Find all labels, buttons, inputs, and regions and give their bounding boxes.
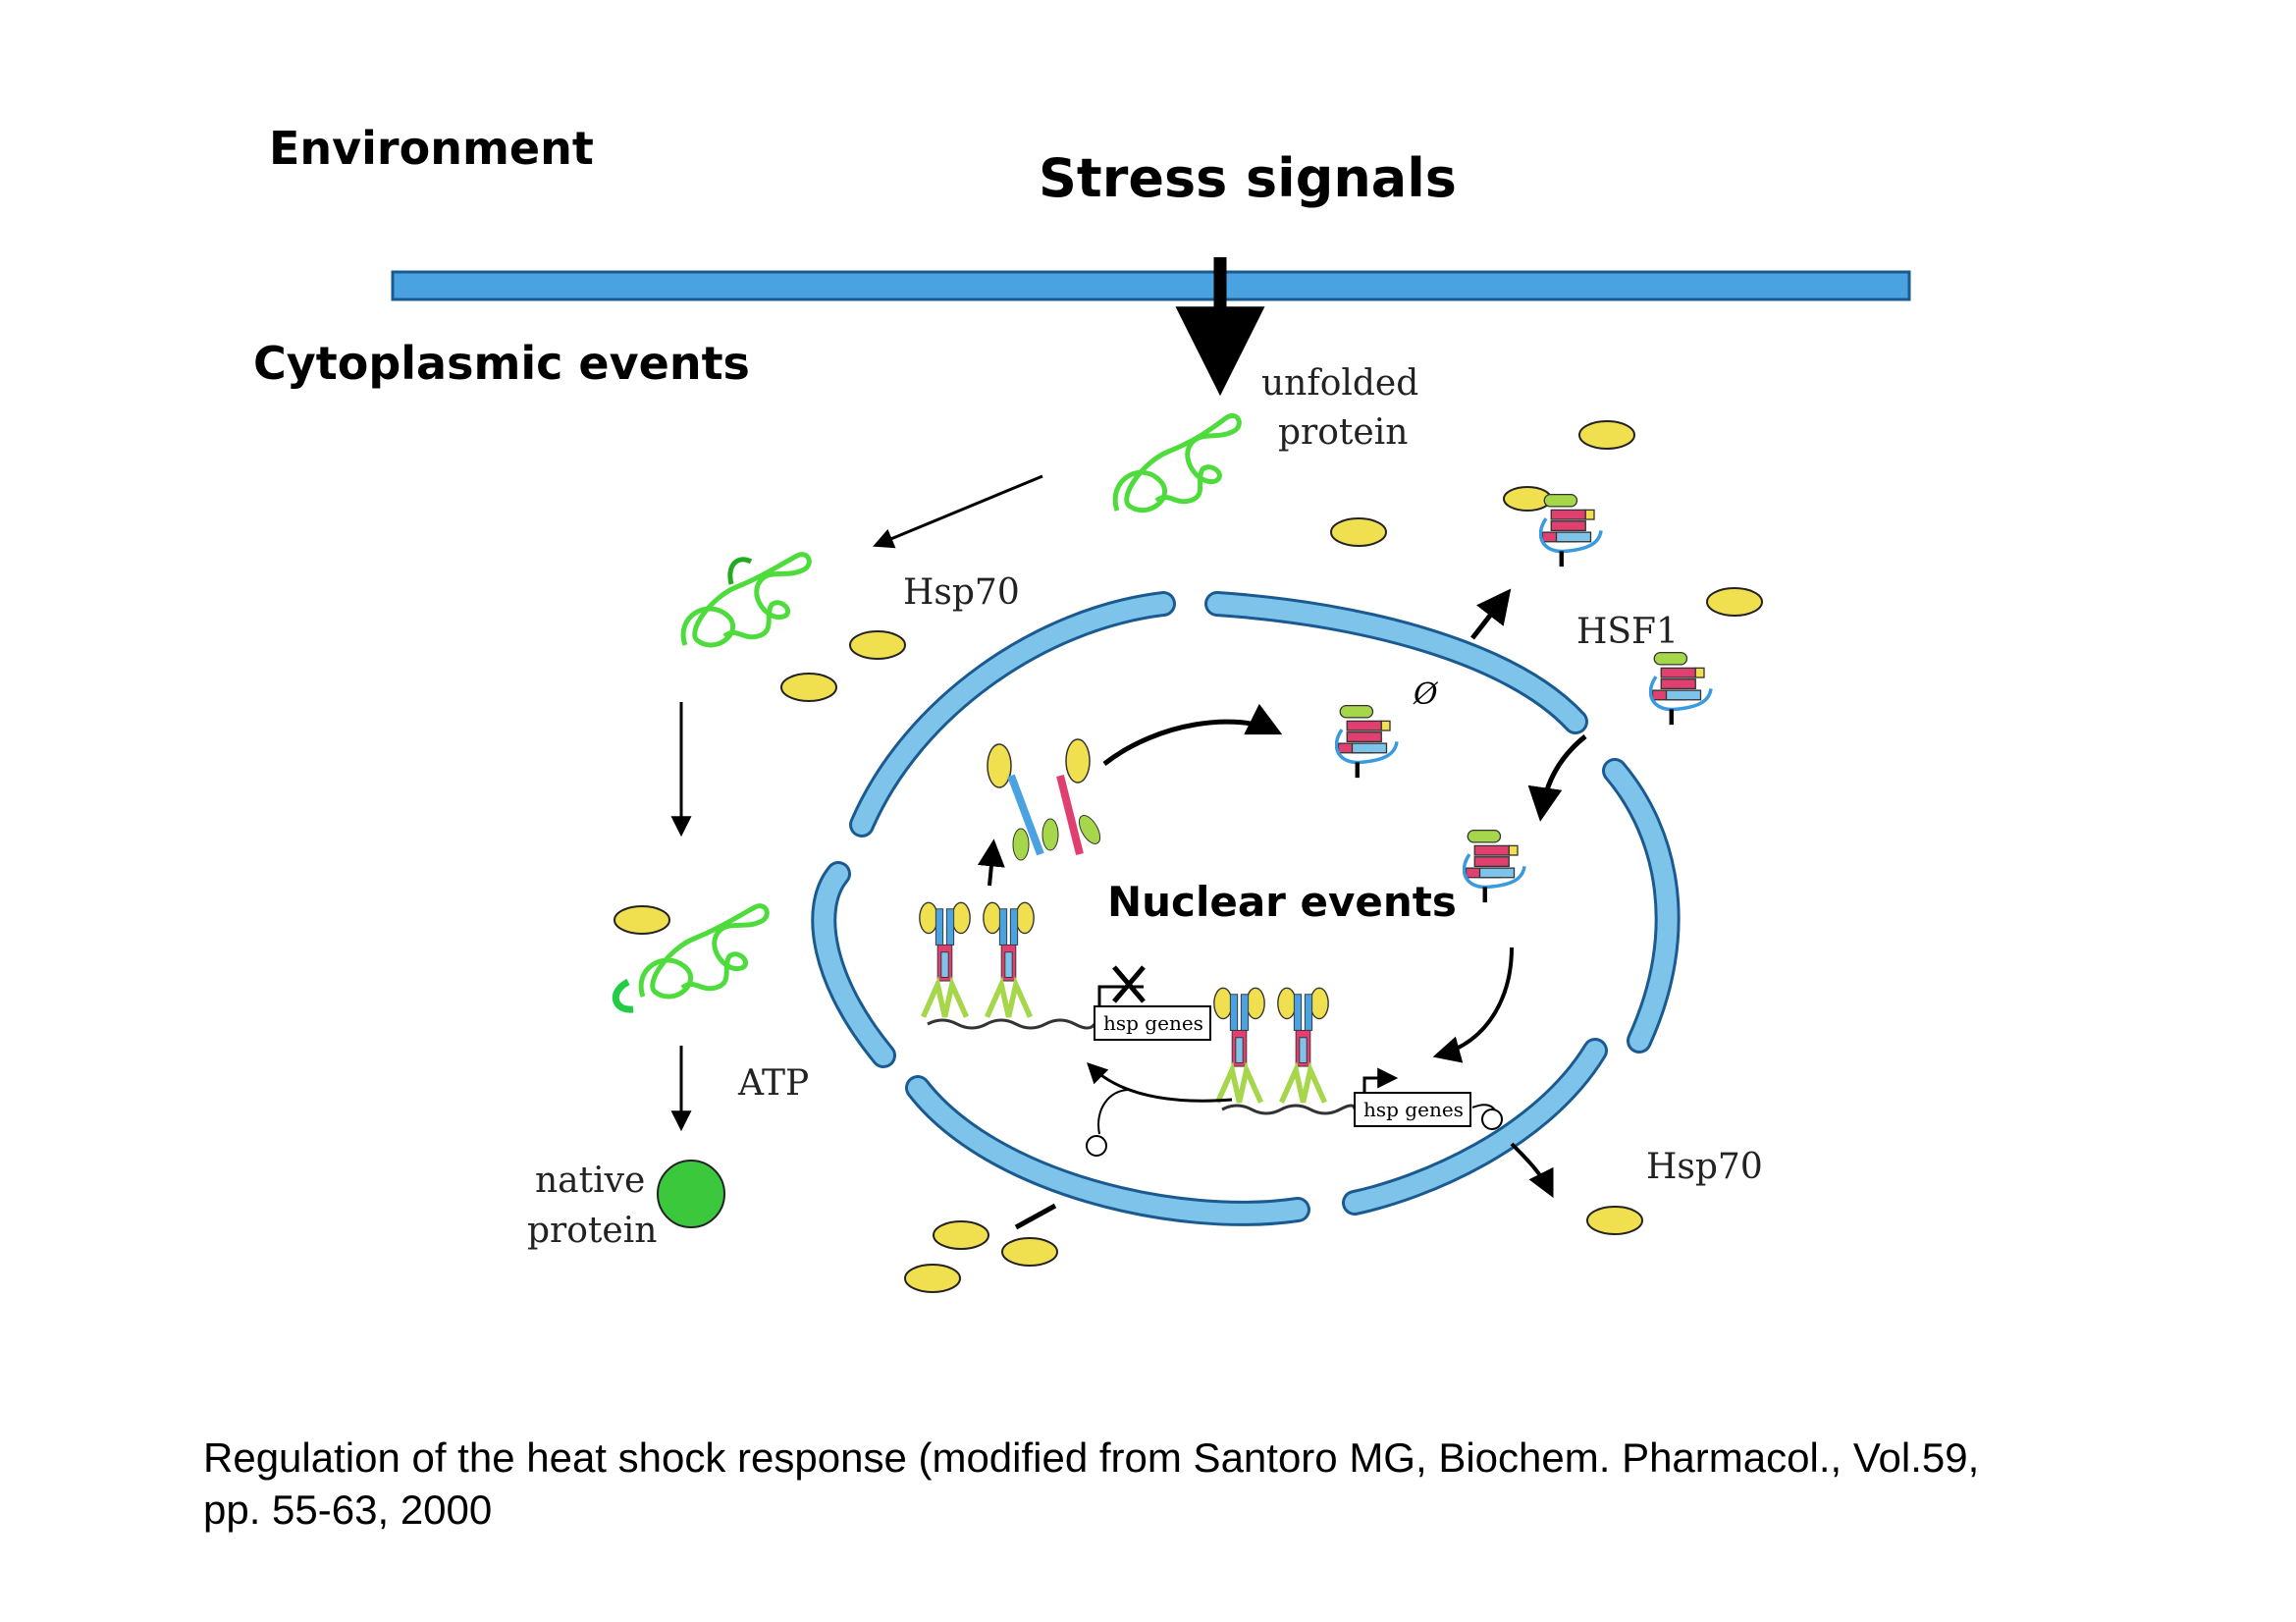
stress-signals-label: Stress signals [1039, 147, 1457, 209]
hsf1-trimer-left-1 [920, 902, 970, 1016]
native-protein-label: protein [527, 1211, 657, 1251]
hsp-genes-label-1: hsp genes [1103, 1011, 1203, 1035]
arrow-mrna-feedback [1097, 1089, 1130, 1135]
arrow-hsp70-exit [1510, 1142, 1554, 1199]
unfolded-protein-bound [613, 903, 770, 1013]
hsp70-right-label: Hsp70 [1646, 1147, 1763, 1187]
caption-line-1: Regulation of the heat shock response (m… [203, 1434, 1980, 1481]
active-promoter [1362, 1067, 1399, 1093]
native-protein-circle [657, 1160, 725, 1228]
hsf1-trimer-right-1 [1214, 988, 1264, 1102]
hsf1-trimer-left-2 [984, 902, 1034, 1016]
arrow-activation-loop [1102, 703, 1283, 766]
cytoplasmic-events-label: Cytoplasmic events [253, 337, 750, 390]
arrow-into-nucleus [1527, 734, 1587, 822]
hsp70-left-label: Hsp70 [903, 572, 1020, 613]
hsp-genes-box-1 [1094, 1005, 1211, 1041]
hsf1-complex-top-right [1540, 495, 1601, 568]
unfolded-label: unfolded [1261, 363, 1418, 404]
unfolded-protein-label: protein [1278, 412, 1408, 453]
exit-line [1014, 1203, 1057, 1230]
hsf1-complex-right [1650, 653, 1711, 726]
mrna-circle-left [1086, 1135, 1107, 1157]
hsp-genes-box-2 [1354, 1092, 1471, 1127]
phosphate-symbol: Ø [1413, 677, 1439, 712]
hsf1-dissociated [987, 738, 1101, 861]
hsp-genes-label-2: hsp genes [1363, 1098, 1464, 1121]
figure-caption: Regulation of the heat shock response (m… [203, 1432, 2166, 1536]
unfolded-protein-top [1112, 412, 1242, 514]
arrow-to-dna [1432, 946, 1514, 1063]
hsf1-trimer-right-2 [1278, 988, 1328, 1102]
arrow-feedback [1087, 1062, 1233, 1103]
native-label: native [535, 1161, 645, 1201]
dna-strand-2 [1221, 1104, 1357, 1115]
dna-strand-1 [927, 1018, 1096, 1030]
mrna-circle-right [1481, 1108, 1503, 1130]
nuclear-events-label: Nuclear events [1107, 878, 1457, 926]
hsf1-label: HSF1 [1576, 612, 1679, 652]
environment-label: Environment [269, 122, 594, 175]
arrow-trimer-up [977, 838, 1005, 887]
block-cross [1112, 965, 1146, 1003]
hsf1-complex-center [1336, 706, 1397, 779]
plasma-membrane [391, 270, 1911, 301]
unfolded-protein-left [680, 552, 812, 648]
caption-line-2: pp. 55-63, 2000 [203, 1487, 493, 1533]
atp-label: ATP [737, 1063, 809, 1104]
arrow-unfolded-to-hsp70 [873, 474, 1043, 549]
arrow-hsf1-exit [1470, 588, 1512, 640]
hsp70-molecules [614, 420, 1763, 1293]
hsf1-complex-nuclear [1464, 831, 1524, 903]
